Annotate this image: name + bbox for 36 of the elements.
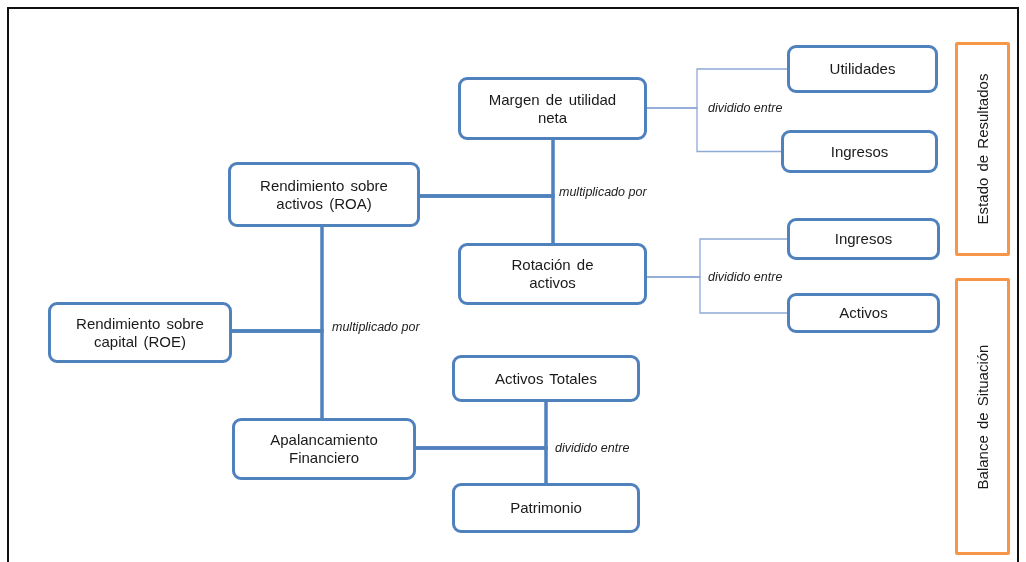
ratio-box — [232, 418, 416, 480]
ratio-box — [452, 483, 640, 533]
node-label: Rotación de activos — [510, 256, 595, 292]
edge-label: multiplicado por — [330, 320, 422, 334]
node-label: Activos Totales — [495, 369, 597, 388]
ratio-box — [787, 218, 940, 260]
edge-label: dividido entre — [706, 270, 785, 284]
ratio-box — [458, 77, 647, 140]
node-label: Utilidades — [829, 60, 896, 78]
node-label: Activos — [839, 304, 888, 322]
edge-label: dividido entre — [706, 101, 785, 115]
node-label: Ingresos — [834, 230, 893, 248]
edge-label: multiplicado por — [557, 185, 649, 199]
ratio-box — [787, 45, 938, 93]
connector-line — [420, 194, 555, 243]
ratio-box — [452, 355, 640, 402]
ratio-box — [787, 293, 940, 333]
ratio-box — [781, 130, 938, 173]
ratio-box — [48, 302, 232, 363]
node-label: Estado de Resultados — [973, 73, 992, 225]
node-label: Rendimiento sobre activos (ROA) — [259, 176, 389, 213]
section-band — [955, 42, 1010, 256]
node-label: Balance de Situación — [973, 344, 992, 489]
section-band — [955, 278, 1010, 555]
node-label: Rendimiento sobre capital (ROE) — [75, 314, 205, 351]
connector-line — [232, 329, 324, 418]
node-label: Apalancamiento Financiero — [269, 431, 379, 467]
edge-label: dividido entre — [553, 441, 632, 455]
node-label: Ingresos — [830, 142, 889, 161]
ratio-box — [458, 243, 647, 305]
connector-line — [646, 107, 782, 153]
connector-line — [416, 446, 548, 483]
connector-line — [646, 276, 788, 314]
node-label: Margen de utilidad neta — [487, 90, 618, 127]
ratio-box — [228, 162, 420, 227]
node-label: Patrimonio — [510, 499, 582, 517]
